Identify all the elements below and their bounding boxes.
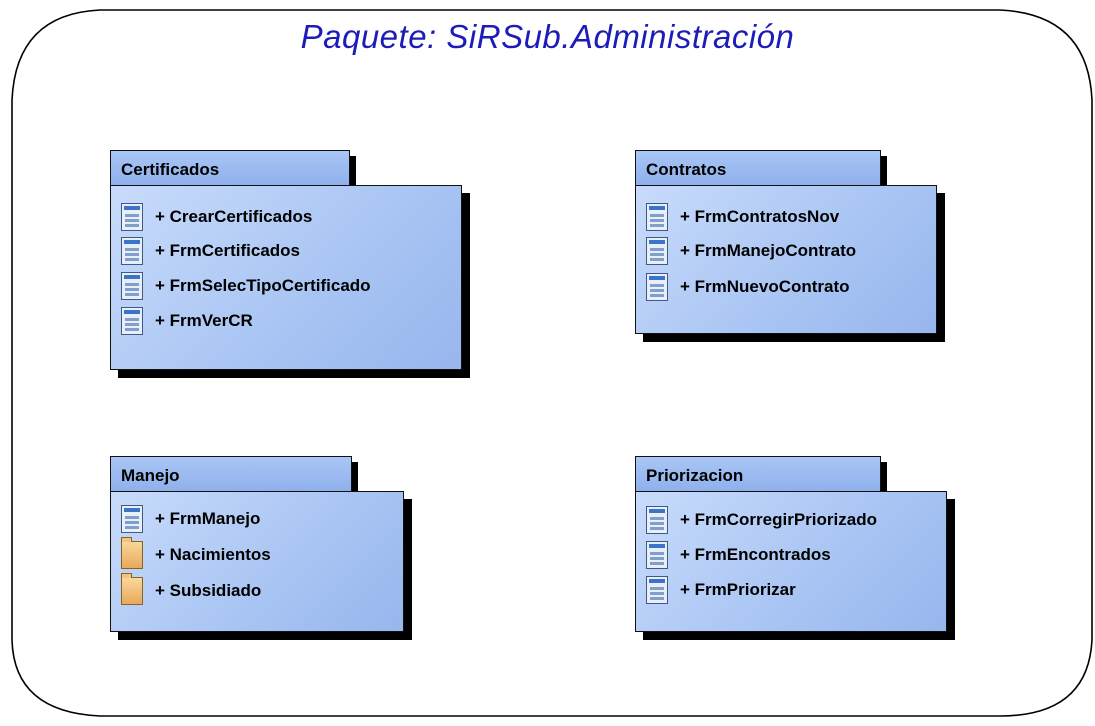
item-label: + FrmContratosNov [680,207,840,226]
item-label: + FrmManejoContrato [680,241,857,260]
item-label: + FrmManejo [155,509,261,528]
item-label: + FrmEncontrados [680,545,831,564]
form-icon [646,273,668,301]
package-item[interactable]: + Subsidiado [121,573,262,606]
package-body: + CrearCertificados + FrmCertificados + … [110,185,462,370]
package-item[interactable]: + FrmNuevoContrato [646,272,850,302]
form-icon [121,203,143,231]
form-icon [646,237,668,265]
package-item[interactable]: + FrmPriorizar [646,575,796,605]
package-priorizacion: Priorizacion + FrmCorregirPriorizado + F… [635,456,955,640]
form-icon [646,203,668,231]
package-item[interactable]: + FrmManejoContrato [646,236,856,266]
item-label: + FrmPriorizar [680,580,796,599]
package-name: Priorizacion [635,456,881,492]
package-item[interactable]: + FrmSelecTipoCertificado [121,271,371,301]
package-item[interactable]: + FrmVerCR [121,306,253,336]
form-icon [646,541,668,569]
item-label: + Nacimientos [155,545,271,564]
package-name: Contratos [635,150,881,186]
package-contratos: Contratos + FrmContratosNov + FrmManejoC… [635,150,945,342]
package-name: Certificados [110,150,350,186]
package-body: + FrmContratosNov + FrmManejoContrato + … [635,185,937,334]
package-item[interactable]: + Nacimientos [121,537,271,570]
folder-icon [121,573,143,605]
package-item[interactable]: + FrmCorregirPriorizado [646,505,877,535]
package-item[interactable]: + FrmContratosNov [646,202,839,232]
item-label: + FrmVerCR [155,311,253,330]
package-item[interactable]: + FrmCertificados [121,236,300,266]
package-item[interactable]: + CrearCertificados [121,202,312,232]
item-label: + CrearCertificados [155,207,313,226]
form-icon [121,505,143,533]
form-icon [121,272,143,300]
item-label: + FrmSelecTipoCertificado [155,276,371,295]
diagram-title: Paquete: SiRSub.Administración [300,18,795,55]
item-label: + FrmCorregirPriorizado [680,510,877,529]
form-icon [121,307,143,335]
package-manejo: Manejo + FrmManejo + Nacimientos + Subsi… [110,456,412,640]
item-label: + Subsidiado [155,581,262,600]
form-icon [646,576,668,604]
package-certificados: Certificados + CrearCertificados + FrmCe… [110,150,470,378]
folder-icon [121,537,143,569]
item-label: + FrmNuevoContrato [680,277,850,296]
form-icon [121,237,143,265]
package-body: + FrmManejo + Nacimientos + Subsidiado [110,491,404,632]
package-item[interactable]: + FrmManejo [121,504,260,534]
item-label: + FrmCertificados [155,241,301,260]
package-item[interactable]: + FrmEncontrados [646,540,831,570]
package-body: + FrmCorregirPriorizado + FrmEncontrados… [635,491,947,632]
package-name: Manejo [110,456,352,492]
form-icon [646,506,668,534]
